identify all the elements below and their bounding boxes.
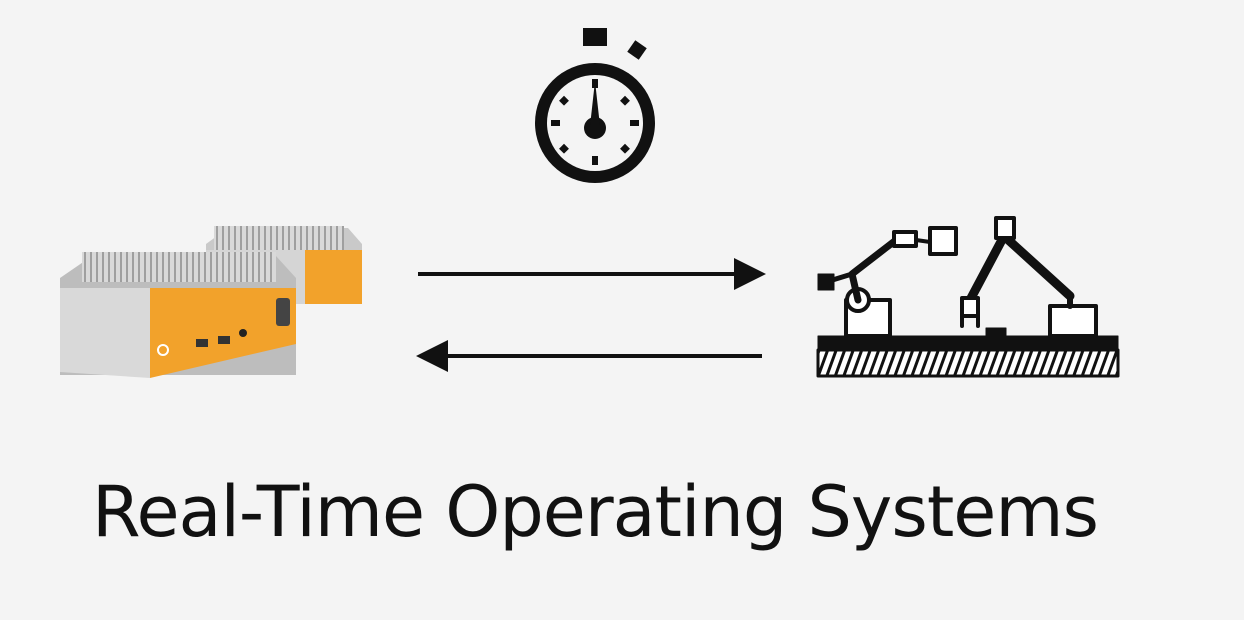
diagram-title: Real-Time Operating Systems <box>91 471 1099 553</box>
stopwatch-icon <box>535 28 655 183</box>
industrial-robot-arms-icon <box>816 216 1120 378</box>
embedded-computer-icon <box>60 226 362 378</box>
